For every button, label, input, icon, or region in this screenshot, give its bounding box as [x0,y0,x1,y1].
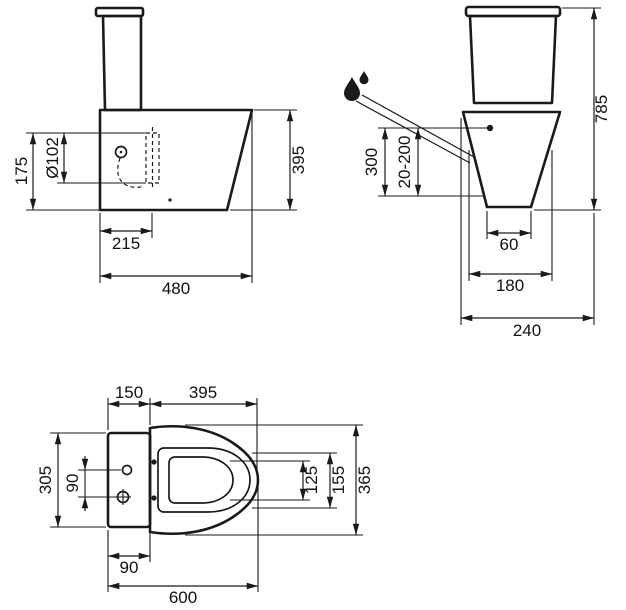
dim-480: 480 [162,279,190,298]
dim-395-side-lines [230,109,297,211]
dim-155: 155 [329,466,348,494]
dim-300: 300 [362,148,381,176]
supply-leader-lines [355,94,475,164]
dim-125: 125 [302,466,321,494]
dim-395-side: 395 [289,146,308,174]
dim-300-lines [378,127,490,197]
dim-150-lines [107,398,151,430]
dim-60-lines [486,211,532,239]
dim-600-lines [108,484,259,592]
side-bowl-outline [98,108,254,212]
rear-view: 300 20-200 785 60 180 240 [344,5,611,340]
plan-hinge-dot-top [151,459,157,465]
dim-240: 240 [513,321,541,340]
rear-cistern-outline [464,5,562,105]
dim-180-lines [468,150,553,281]
dim-150: 150 [115,383,143,402]
water-droplet-icon [344,71,369,101]
dim-180: 180 [496,276,524,295]
side-inlet-hole [114,145,128,159]
side-hidden-valve [117,127,160,189]
dim-305: 305 [36,466,55,494]
dim-785: 785 [592,95,611,123]
dim-20-200: 20-200 [395,136,414,189]
plan-bowl-outline [148,424,260,536]
dim-90-bottom-lines [107,530,151,592]
plan-cistern-outline [106,431,152,529]
dim-785-lines [534,7,601,211]
dim-90-left: 90 [63,474,82,493]
dim-395-plan-lines [150,398,258,472]
dim-90-left-lines [78,456,121,511]
plan-inlet-cross-hole [115,489,131,505]
dim-90-bottom: 90 [120,558,139,577]
dim-365-lines [185,424,363,536]
plan-bowl-opening [168,456,234,504]
dim-600: 600 [169,588,197,607]
dim-175: 175 [12,157,31,185]
dim-60: 60 [500,235,519,254]
dim-395-plan: 395 [189,383,217,402]
dim-215-lines [99,213,153,283]
dim-o102: Ø102 [43,137,62,179]
dim-480-lines [100,114,253,283]
rear-bowl-outline [461,110,562,209]
dim-215: 215 [112,234,140,253]
dim-o102-lines [57,133,146,184]
plan-seat-ring [157,447,251,513]
dim-175-lines [26,132,146,211]
plan-view: 150 395 305 90 125 [36,383,374,607]
dim-125-lines [230,460,310,501]
dim-365: 365 [355,466,374,494]
plan-button-hole [121,464,133,476]
dim-155-lines [252,452,337,509]
side-cistern-outline [94,6,145,112]
side-inlet-hole-center [119,150,123,154]
dim-240-lines [460,118,595,325]
side-view: 175 Ø102 215 480 395 [12,6,308,298]
plan-hinge-dot-bottom [151,495,157,501]
dim-305-lines [50,432,106,528]
side-floor-dot [168,198,172,202]
